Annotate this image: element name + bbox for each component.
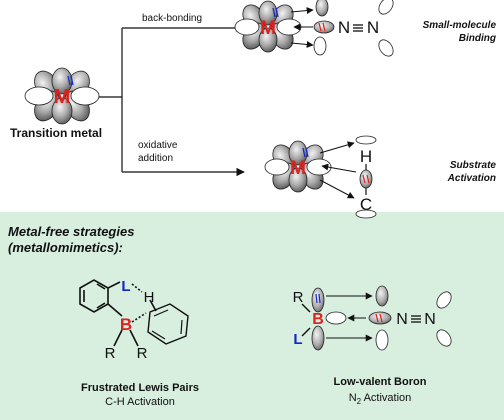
carbon-atom: C (360, 195, 372, 214)
hc-substrate: H C (319, 135, 377, 219)
boron-subtitle-suffix: Activation (361, 392, 412, 404)
boron-ligand: L (293, 331, 302, 348)
nitrogen-1: N (338, 18, 350, 37)
metal-symbol-top: M (260, 18, 276, 39)
branch-arrows (98, 23, 245, 177)
small-molecule-line1: Small-molecule (422, 20, 496, 31)
flp-r-group-1: R (105, 345, 116, 362)
substrate-line1: Substrate (449, 160, 496, 171)
small-molecule-line2: Binding (458, 33, 496, 44)
metal-free-title-line1: Metal-free strategies (8, 224, 135, 239)
boron-r-group: R (293, 289, 304, 306)
boron-subtitle: N2 Activation (300, 392, 460, 406)
substrate-complex: M (264, 140, 332, 193)
flp-r-group-2: R (137, 345, 148, 362)
boron-subtitle-sub: 2 (356, 397, 362, 407)
oxidative-label-line2: addition (138, 153, 174, 164)
flp-hydrogen: H (144, 289, 155, 306)
boron-nitrogen-1: N (396, 311, 408, 328)
small-molecule-complex: M (234, 0, 302, 53)
flp-title: Frustrated Lewis Pairs (81, 382, 199, 394)
transition-metal-label: Transition metal (10, 126, 103, 140)
back-bonding-label: back-bonding (142, 13, 203, 24)
oxidative-label-line1: oxidative (138, 140, 178, 151)
metal-symbol-bottom: M (290, 158, 306, 179)
substrate-line2: Activation (447, 173, 496, 184)
metal-free-title-line2: (metallomimetics): (8, 240, 123, 255)
low-valent-boron: R B L N N (293, 285, 452, 351)
nitrogen-2: N (367, 18, 379, 37)
flp-structure (79, 279, 189, 347)
boron-title: Low-valent Boron (333, 376, 427, 388)
transition-metal-orbital: M (24, 67, 100, 125)
hydrogen-atom: H (360, 147, 372, 166)
boron-subtitle-n: N (348, 392, 357, 404)
metal-symbol: M (54, 86, 71, 108)
flp-boron: B (120, 315, 132, 334)
flp-subtitle: C-H Activation (105, 396, 175, 408)
boron-nitrogen-2: N (424, 311, 436, 328)
flp-ligand: L (121, 278, 130, 295)
boron-atom: B (312, 311, 324, 328)
dinitrogen-ligand: N N (290, 0, 394, 57)
